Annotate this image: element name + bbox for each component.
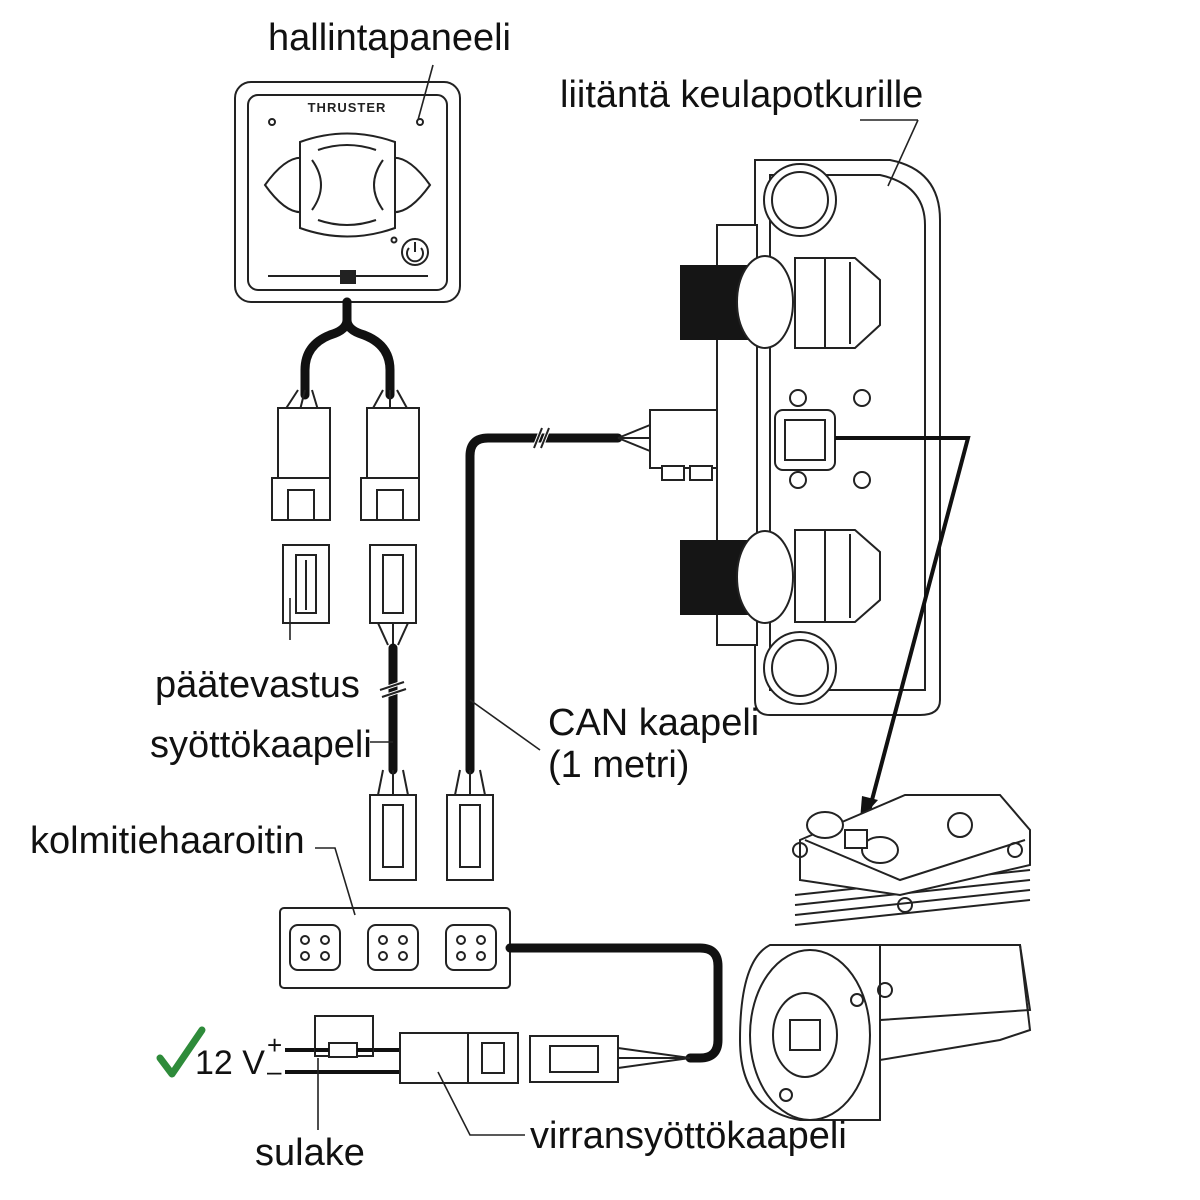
label-fuse: sulake (255, 1132, 365, 1174)
thruster-motor (738, 794, 1032, 1121)
label-can-cable-line1: CAN kaapeli (548, 702, 759, 744)
label-can-cable-line2: (1 metri) (548, 744, 689, 786)
fuse (314, 1015, 374, 1058)
supply-cable-plug-top (369, 544, 417, 646)
power-icon (390, 236, 429, 266)
power-cable-connector (399, 1032, 691, 1084)
control-panel: THRUSTER (234, 81, 461, 303)
three-way-splitter (279, 907, 511, 989)
panel-brand-text: THRUSTER (308, 100, 387, 115)
label-terminator: päätevastus (155, 664, 360, 706)
panel-connector-right (360, 389, 420, 521)
can-cable-plug-bottom (446, 769, 494, 881)
label-plus: + (267, 1030, 282, 1060)
panel-connector-left (271, 389, 331, 521)
label-three-way-splitter: kolmitiehaaroitin (30, 820, 305, 862)
label-power-cable: virransyöttökaapeli (530, 1115, 847, 1157)
label-voltage: 12 V (195, 1044, 265, 1082)
label-minus: – (267, 1056, 282, 1086)
label-thruster-connection: liitäntä keulapotkurille (560, 74, 923, 116)
check-icon (156, 1026, 206, 1078)
label-supply-cable: syöttökaapeli (150, 724, 372, 766)
label-control-panel: hallintapaneeli (268, 17, 511, 59)
supply-cable-plug-bottom (369, 769, 417, 881)
